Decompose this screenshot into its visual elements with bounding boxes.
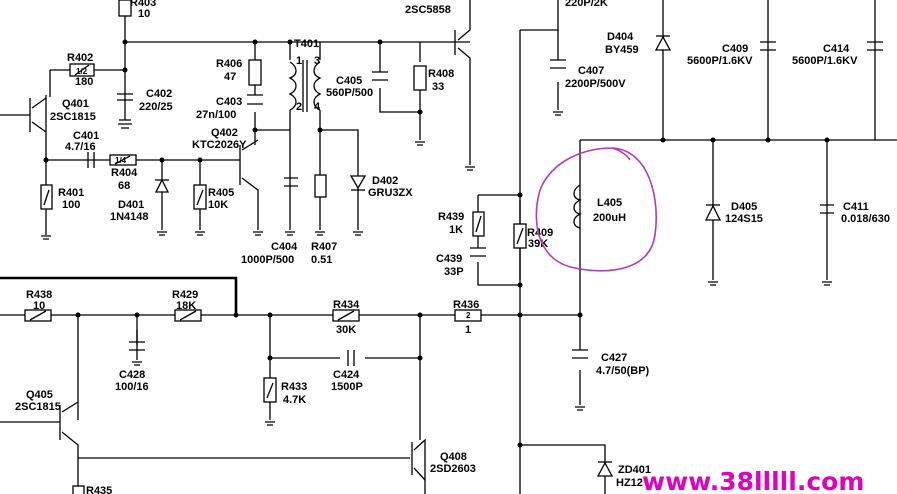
ref-zd401: ZD401 [618,464,651,476]
ref-r407: R407 [311,241,337,253]
val-c403: 27n/100 [196,109,236,121]
ref-r439: R439 [438,211,464,223]
mark-r436: 2 [466,311,471,320]
ref-d404: D404 [607,31,634,43]
pin-1: 1 [296,55,302,67]
val-c439: 33P [444,266,464,278]
ref-r434: R434 [333,299,360,311]
junction-dots [43,39,830,448]
ref-r404: R404 [111,167,138,179]
val-d402: GRU3ZX [368,187,413,199]
ref-d405: D405 [731,201,757,213]
ref-c424: C424 [333,369,360,381]
part-symbols [24,0,883,494]
val-r433: 4.7K [283,394,306,406]
pin-3: 3 [314,55,320,67]
val-c409: 5600P/1.6KV [687,55,753,67]
val-r436: 1 [465,324,471,336]
val-q405: 2SC1815 [15,401,61,413]
ref-c414: C414 [823,43,850,55]
val-r405: 10K [208,199,228,211]
ref-c409: C409 [722,43,748,55]
pin-4: 4 [314,101,321,113]
ref-d401: D401 [118,199,144,211]
ref-q405: Q405 [26,389,53,401]
ref-c403: C403 [216,96,242,108]
val-d404: BY459 [605,44,639,56]
ref-r405: R405 [208,187,234,199]
ref-r429: R429 [172,289,198,301]
val-q401: 2SC1815 [50,111,96,123]
ref-r401: R401 [58,187,84,199]
val-zd401: HZ12 [616,477,643,489]
val-c427: 4.7/50(BP) [596,365,650,377]
annotation-circle [535,147,657,272]
val-q408: 2SD2603 [430,463,476,475]
ref-r402: R402 [67,52,93,64]
val-c405: 560P/500 [326,87,373,99]
val-r404: 68 [118,180,130,192]
val-c428: 100/16 [115,381,149,393]
ref-r433: R433 [281,381,307,393]
val-r402: 180 [75,76,93,88]
ref-c405: C405 [336,75,362,87]
ref-c404: C404 [271,241,298,253]
val-c401: 4.7/16 [65,141,96,153]
watermark-text: www.38lllll.com [642,467,864,494]
val-d401: 1N4148 [110,211,149,223]
pin-2: 2 [296,101,302,113]
ref-q401: Q401 [62,98,89,110]
val-d405: 124S15 [725,213,763,225]
mark-r404: 1/4 [115,156,127,165]
component-labels: R403 10 2SC5858 220P/2K D404 BY459 C409 … [15,0,890,494]
ref-r436: R436 [453,299,479,311]
ref-r406: R406 [216,58,242,70]
val-r429: 18K [176,300,196,312]
ref-q402: Q402 [211,127,238,139]
val-c407: 2200P/500V [565,78,626,90]
val-r434: 30K [336,324,356,336]
ref-c428: C428 [119,369,145,381]
val-l405: 200uH [593,212,626,224]
ref-q408: Q408 [440,451,467,463]
val-c414: 5600P/1.6KV [792,55,858,67]
val-c404: 1000P/500 [241,254,294,266]
ref-d402: D402 [372,175,398,187]
ref-c411: C411 [843,201,869,213]
ref-c407-top: 220P/2K [565,0,608,9]
ref-c439: C439 [436,253,462,265]
ref-c401: C401 [73,130,99,142]
val-r401: 100 [62,199,80,211]
ref-r435: R435 [86,485,112,494]
ref-c402: C402 [146,88,172,100]
ref-r438: R438 [26,289,52,301]
ref-2sc5858: 2SC5858 [405,4,451,16]
val-c424: 1500P [331,381,363,393]
val-c402: 220/25 [139,101,173,113]
ref-c427: C427 [601,352,627,364]
val-r438: 10 [33,300,45,312]
val-r406: 47 [224,71,236,83]
ref-l405: L405 [597,197,622,209]
val-r403: 10 [138,8,150,20]
val-r407: 0.51 [311,254,332,266]
mark-r402: 1/2 [76,67,88,76]
ref-c407: C407 [578,65,604,77]
val-r439: 1K [449,224,463,236]
val-q402: KTC2026Y [192,139,247,151]
ref-r403: R403 [130,0,156,9]
val-c411: 0.018/630 [841,213,890,225]
ref-r409: R409 [527,227,553,239]
ref-r408: R408 [428,68,454,80]
val-r408: 33 [432,81,444,93]
ref-t401: T401 [294,38,319,50]
